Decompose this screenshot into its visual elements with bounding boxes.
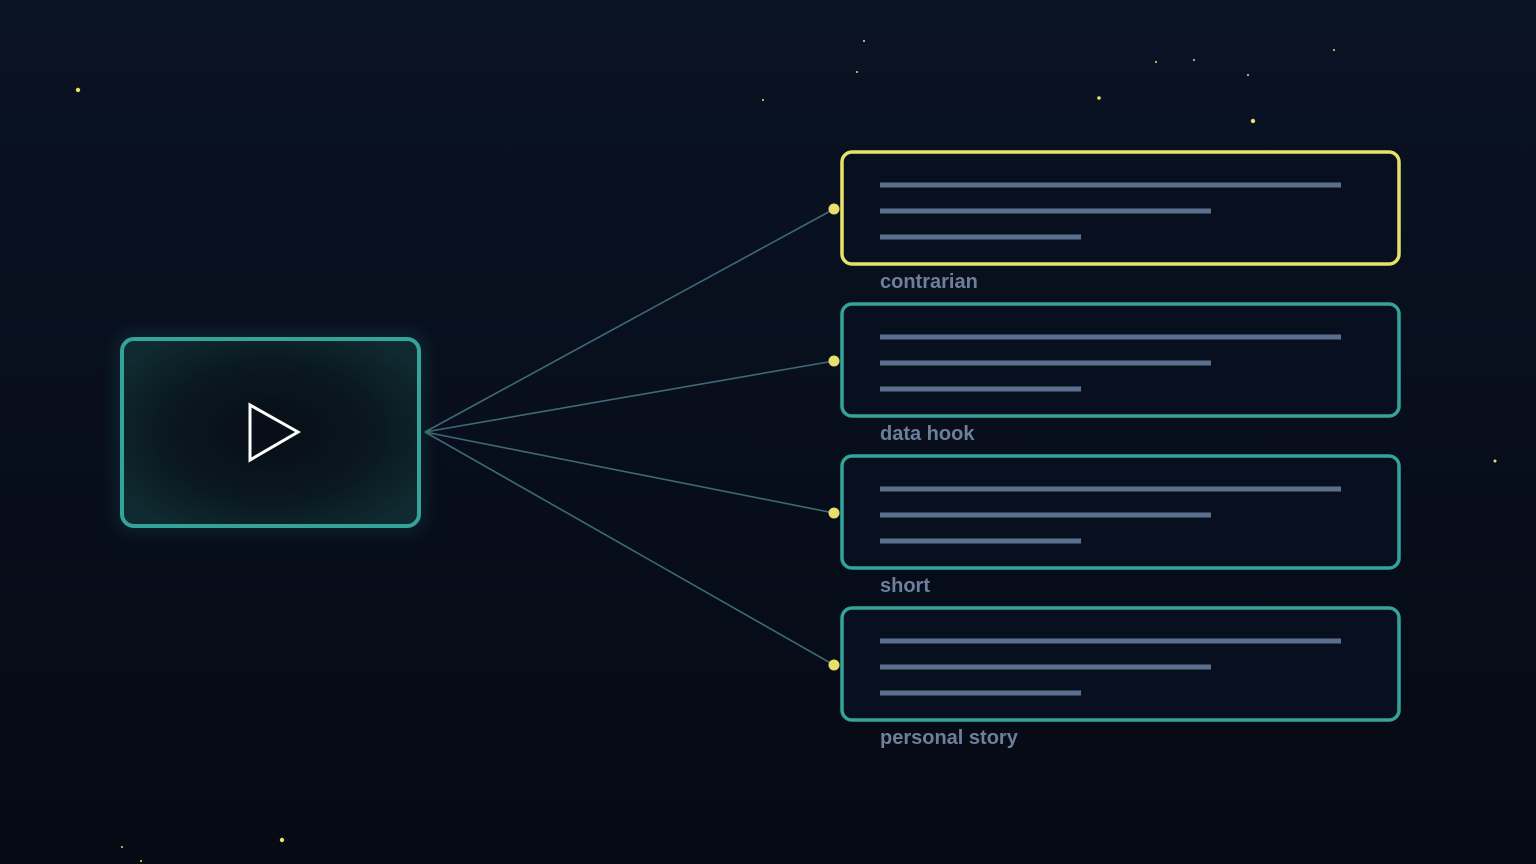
connectors (424, 203, 840, 671)
connector-line (424, 360, 835, 433)
star (1493, 459, 1497, 463)
variant-card-frame[interactable] (840, 454, 1401, 570)
star (856, 71, 858, 73)
variant-card-frame[interactable] (840, 606, 1401, 722)
star (1097, 96, 1101, 100)
connector-dot (828, 659, 840, 671)
star (1155, 61, 1157, 63)
star (140, 860, 142, 862)
connector-dot (828, 355, 840, 367)
source-box[interactable] (120, 337, 421, 528)
star (121, 846, 123, 848)
connector-line (424, 431, 835, 666)
connector-line (424, 208, 835, 433)
star-field (75, 40, 1497, 862)
star (1250, 118, 1256, 124)
play-icon (248, 402, 302, 463)
connector-dot (828, 507, 840, 519)
connector-line (424, 431, 835, 514)
variant-card-frame[interactable] (840, 302, 1401, 418)
star (863, 40, 865, 42)
variant-card[interactable]: data hook (840, 302, 1401, 445)
star (1193, 59, 1195, 61)
variant-card-frame[interactable] (840, 150, 1401, 266)
variant-label: data hook (880, 423, 975, 445)
star (279, 837, 285, 843)
variant-cards: contrarian data hook short personal story (840, 150, 1401, 749)
source-node[interactable] (115, 332, 426, 533)
star (1247, 74, 1249, 76)
connector-dot (828, 203, 840, 215)
variant-card[interactable]: personal story (840, 606, 1401, 749)
variant-label: contrarian (880, 271, 978, 293)
star (762, 99, 764, 101)
variant-label: personal story (880, 727, 1019, 749)
variant-card[interactable]: short (840, 454, 1401, 597)
star (75, 87, 81, 93)
variant-label: short (880, 575, 930, 597)
variant-card[interactable]: contrarian (840, 150, 1401, 293)
star (1333, 49, 1335, 51)
